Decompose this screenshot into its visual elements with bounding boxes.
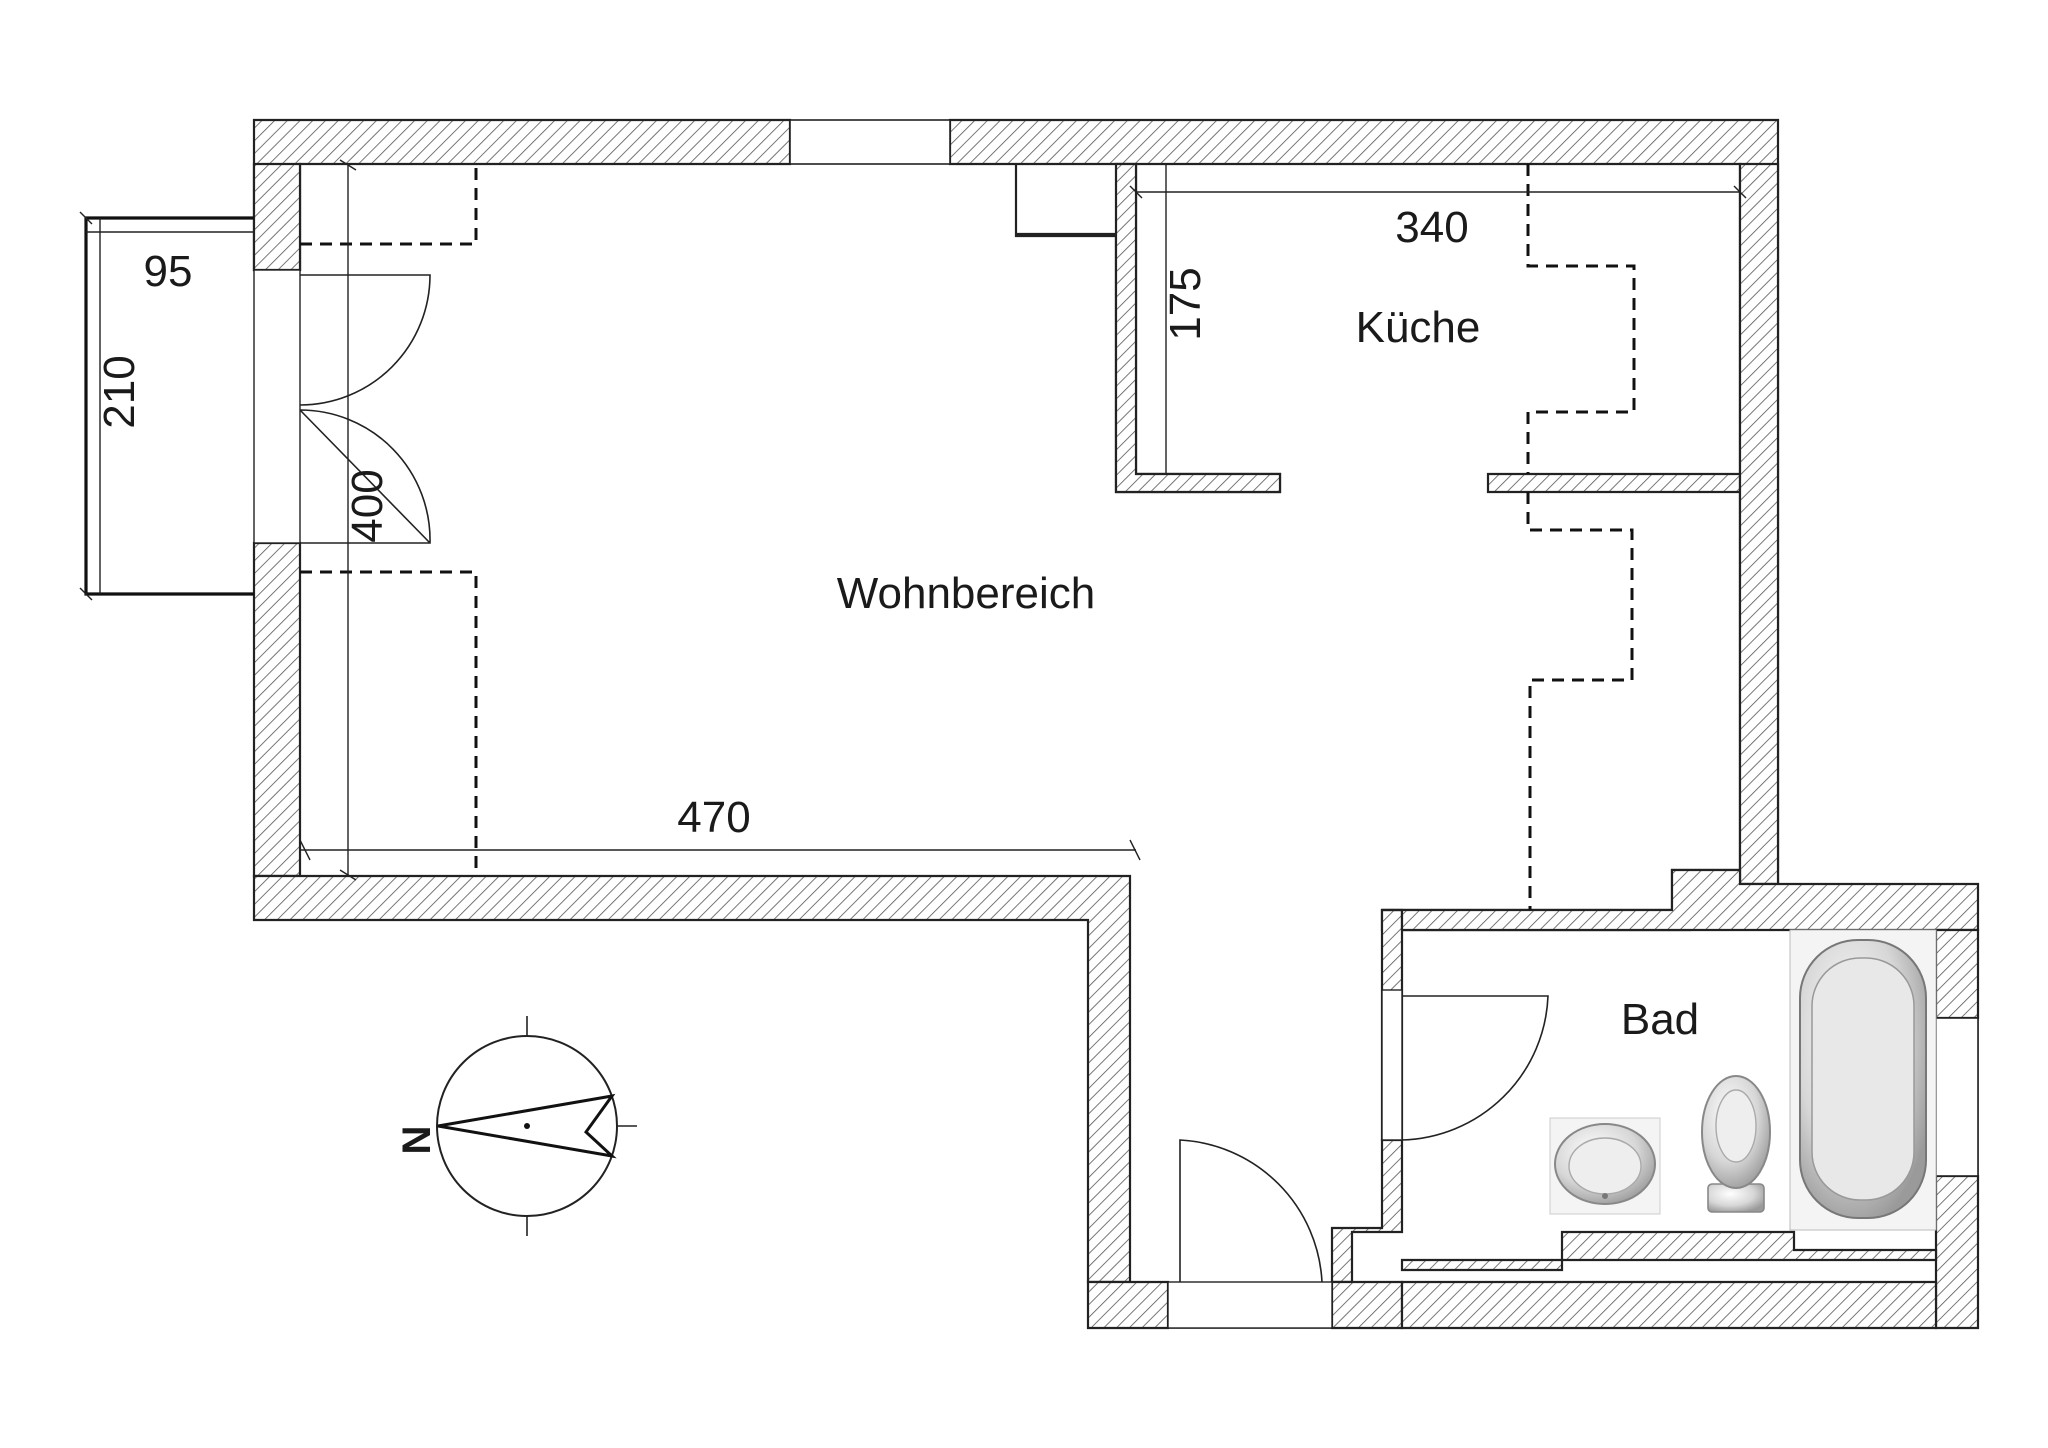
balcony-door: [253, 269, 431, 544]
wall-right-upper: [1380, 162, 1780, 932]
wall-bath-bottom: [1400, 1280, 1938, 1330]
bath-door: [1401, 995, 1549, 1141]
entrance-door: [1179, 1139, 1323, 1283]
wall-top-right: [948, 118, 1780, 886]
room-label-bath: Bad: [1621, 995, 1699, 1044]
dim-living-width: 470: [677, 793, 750, 842]
dim-balcony-depth: 210: [95, 355, 144, 428]
wall-bath-ledge: [1400, 1230, 1938, 1272]
window-bath: [1935, 1017, 1979, 1177]
compass-north-label: N: [395, 1126, 439, 1155]
dim-balcony-width: 95: [144, 247, 193, 296]
wall-bottom-corridor-right: [1330, 1280, 1404, 1330]
wall-bath-top: [1382, 868, 1980, 932]
wall-left-lower: [252, 541, 302, 878]
wall-bottom-living: [252, 874, 1132, 1284]
wall-kitchen-left: [1114, 162, 1282, 494]
doors: [1167, 989, 1549, 1329]
wall-bottom-corridor-left: [1086, 1280, 1170, 1330]
furniture-dashed: [300, 164, 1636, 910]
wall-top-left: [252, 118, 792, 272]
window-top: [789, 119, 951, 165]
sink: [1549, 1117, 1661, 1215]
room-label-living: Wohnbereich: [837, 569, 1095, 618]
toilet: [1701, 1075, 1771, 1213]
bathtub: [1789, 929, 1937, 1231]
dim-living-depth: 400: [343, 469, 392, 542]
dim-kitchen-depth: 175: [1161, 267, 1210, 340]
wall-corridor-right-lower: [1330, 1138, 1404, 1284]
compass: N: [395, 1016, 637, 1236]
wall-bath-right-upper: [1934, 928, 1980, 1020]
balcony: [84, 216, 254, 596]
wall-left-upper: [252, 162, 302, 272]
dim-kitchen-width: 340: [1395, 203, 1468, 252]
room-label-kitchen: Küche: [1356, 303, 1481, 352]
wall-bath-right-lower: [1934, 1174, 1980, 1330]
wall-kitchen-right-partition: [1486, 472, 1742, 494]
dimension-lines: [79, 159, 1747, 881]
wall-outlines: [253, 119, 1979, 1329]
